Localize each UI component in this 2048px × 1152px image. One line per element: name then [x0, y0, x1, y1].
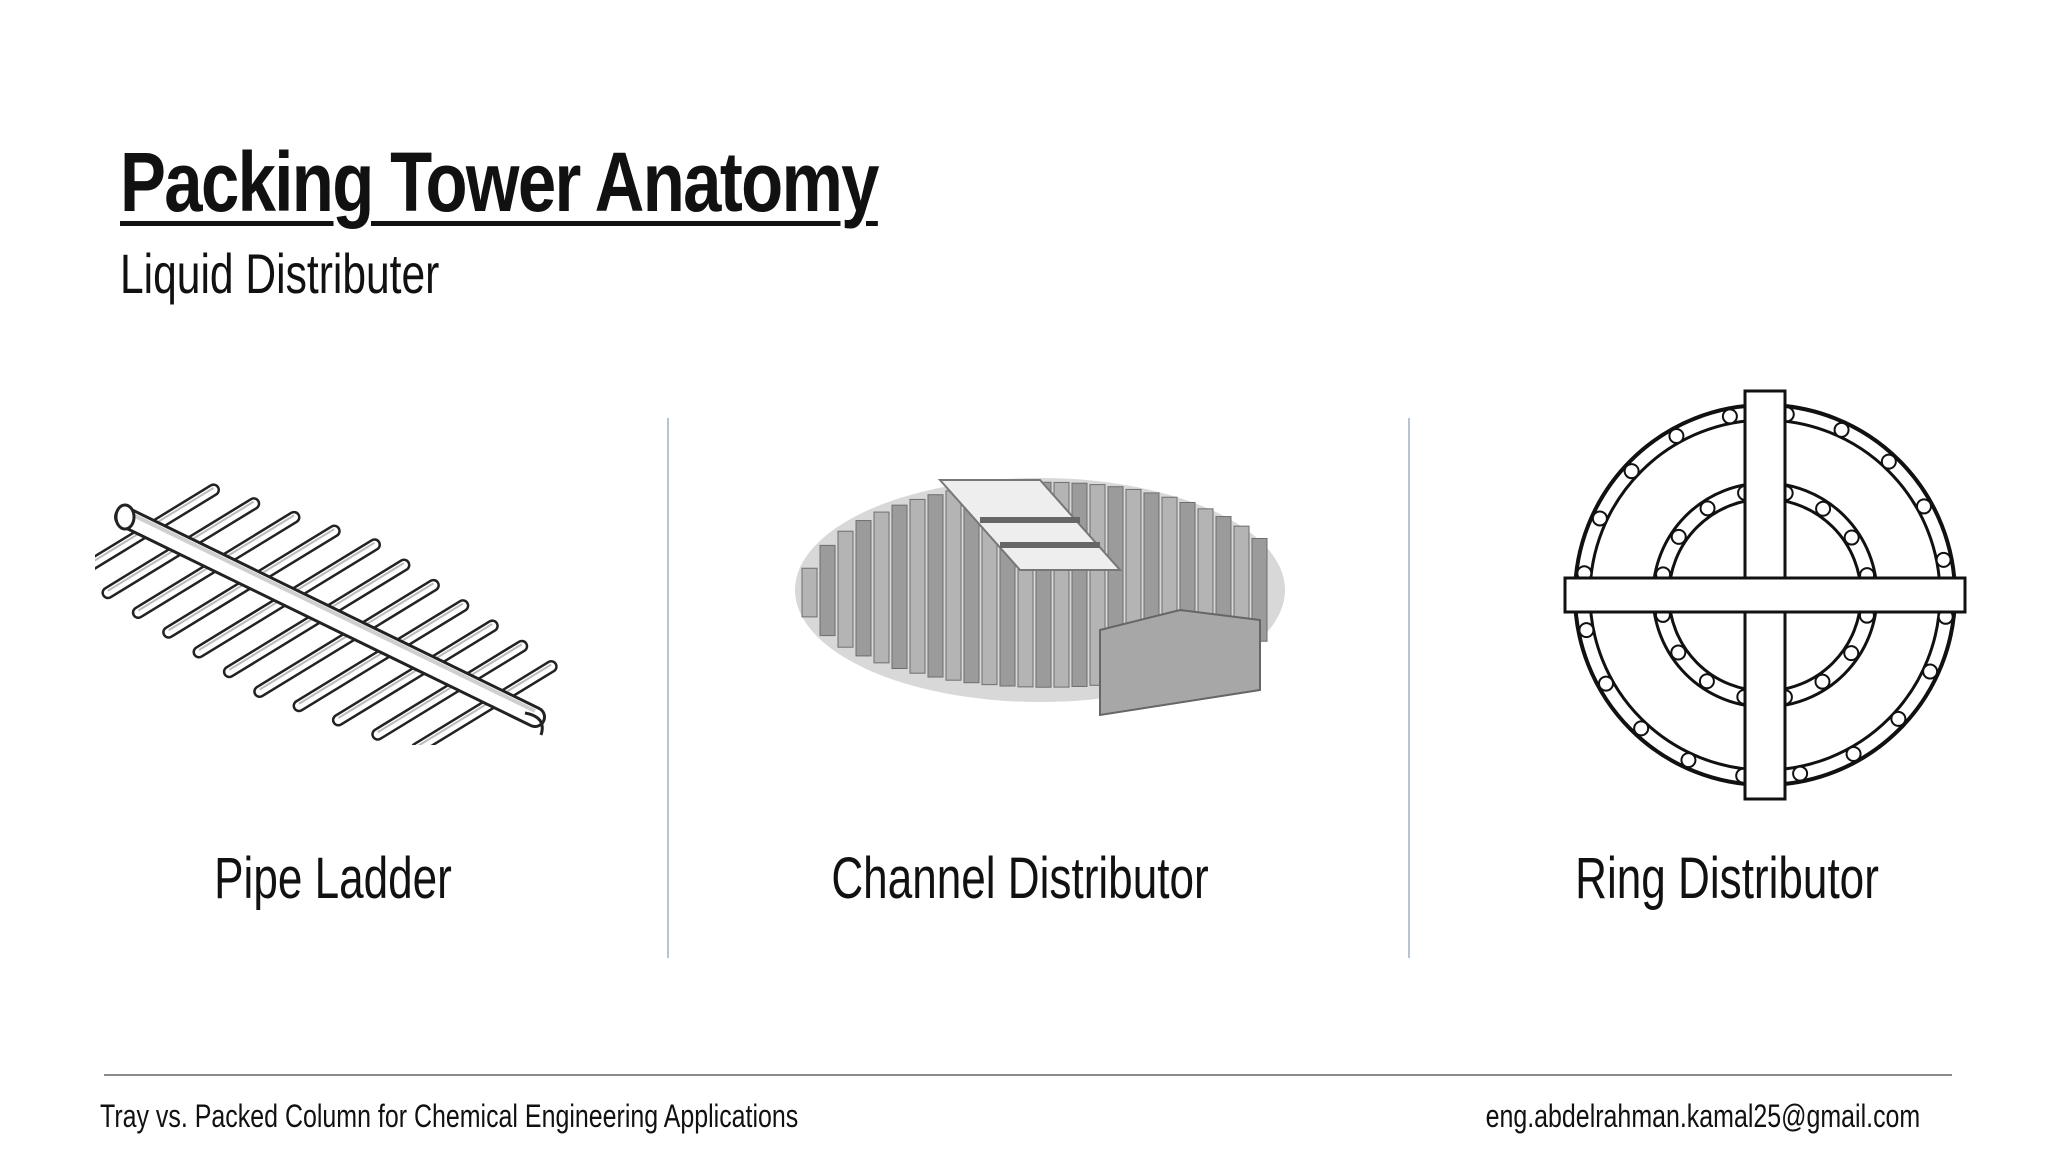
caption-channel-distributor: Channel Distributor [831, 846, 1209, 911]
ring-distributor-illustration [1563, 389, 1967, 801]
channel-distributor-illustration [795, 478, 1285, 717]
column-divider-right [1408, 418, 1410, 958]
slide-subtitle: Liquid Distributer [120, 242, 440, 305]
footer-course-title: Tray vs. Packed Column for Chemical Engi… [100, 1098, 799, 1134]
column-divider-left [667, 418, 669, 958]
caption-ring-distributor: Ring Distributor [1575, 846, 1879, 911]
caption-pipe-ladder: Pipe Ladder [214, 846, 452, 911]
slide-title: Packing Tower Anatomy [120, 135, 879, 229]
footer-rule [104, 1074, 1952, 1076]
pipe-ladder-illustration [95, 483, 558, 745]
footer-email[interactable]: eng.abdelrahman.kamal25@gmail.com [1485, 1098, 1920, 1134]
